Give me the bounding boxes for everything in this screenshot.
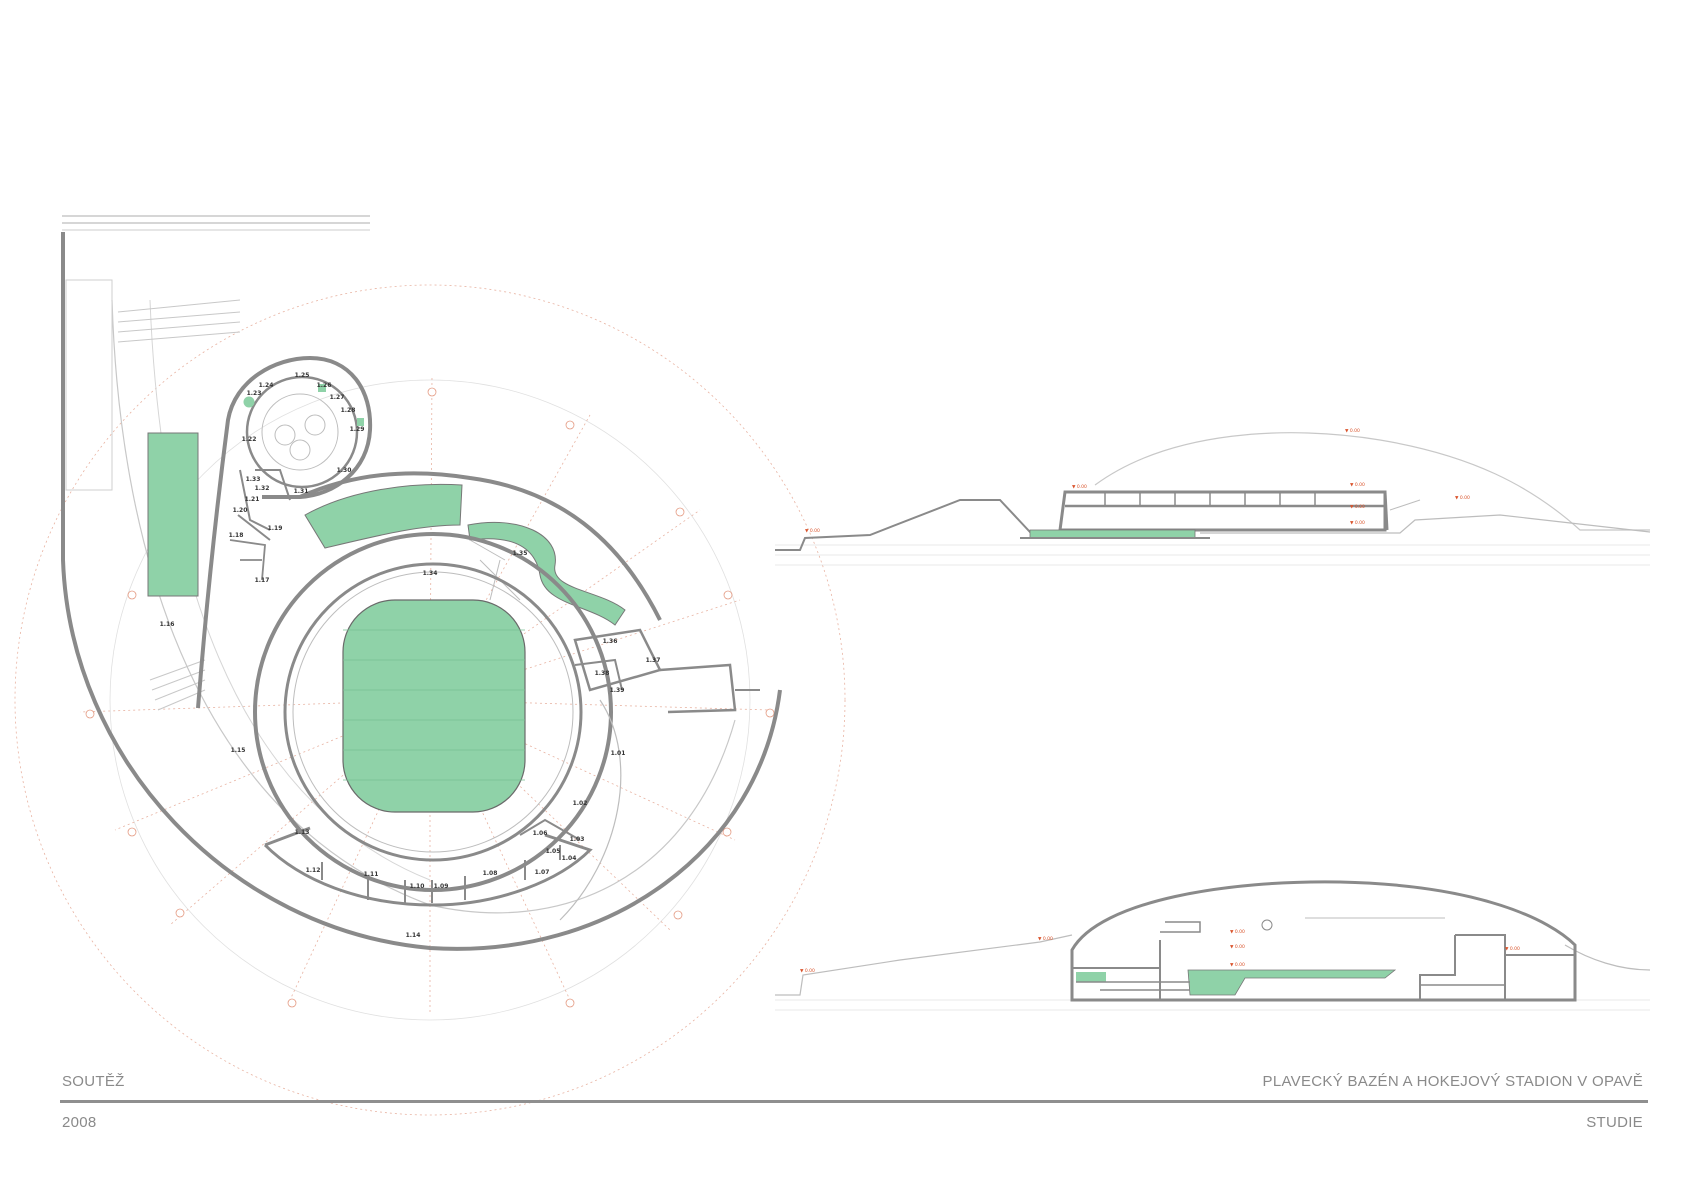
room-label: 1.32 bbox=[255, 485, 270, 492]
room-label: 1.10 bbox=[410, 883, 425, 890]
room-label: 1.37 bbox=[646, 657, 661, 664]
room-label: 1.07 bbox=[535, 869, 550, 876]
room-label: 1.06 bbox=[533, 830, 548, 837]
room-label: 1.03 bbox=[570, 836, 585, 843]
planting-strip bbox=[147, 432, 199, 597]
cross-section: ▼ 0.00 ▼ 0.00 ▼ 0.00 ▼ 0.00 ▼ 0.00 ▼ 0.0… bbox=[775, 880, 1651, 1011]
room-label: 1.31 bbox=[294, 488, 309, 495]
room-label: 1.38 bbox=[595, 670, 610, 677]
year-label: 2008 bbox=[62, 1114, 97, 1131]
room-label: 1.11 bbox=[364, 871, 379, 878]
svg-text:▼ 0.00: ▼ 0.00 bbox=[1350, 482, 1365, 488]
project-title: PLAVECKÝ BAZÉN A HOKEJOVÝ STADION V OPAV… bbox=[1262, 1073, 1643, 1090]
room-label: 1.29 bbox=[350, 426, 365, 433]
room-label: 1.05 bbox=[546, 848, 561, 855]
structural-grid-lines bbox=[14, 284, 846, 1116]
room-label: 1.30 bbox=[337, 467, 352, 474]
room-label: 1.21 bbox=[245, 496, 260, 503]
room-label: 1.09 bbox=[434, 883, 449, 890]
room-label: 1.22 bbox=[242, 436, 257, 443]
grid-bubbles bbox=[85, 387, 775, 1008]
svg-text:▼ 0.00: ▼ 0.00 bbox=[1230, 929, 1245, 935]
room-label: 1.08 bbox=[483, 870, 498, 877]
svg-text:▼ 0.00: ▼ 0.00 bbox=[1230, 944, 1245, 950]
svg-text:▼ 0.00: ▼ 0.00 bbox=[1505, 946, 1520, 952]
room-labels: 1.01 1.02 1.03 1.04 1.05 1.06 1.07 1.08 … bbox=[160, 372, 661, 939]
svg-text:▼ 0.00: ▼ 0.00 bbox=[1350, 504, 1365, 510]
outer-spiral-wall bbox=[61, 232, 782, 951]
phase-label: STUDIE bbox=[1586, 1114, 1643, 1131]
room-label: 1.27 bbox=[330, 394, 345, 401]
room-label: 1.14 bbox=[406, 932, 421, 939]
svg-text:▼ 0.00: ▼ 0.00 bbox=[1345, 428, 1360, 434]
room-label: 1.15 bbox=[231, 747, 246, 754]
longitudinal-section: ▼ 0.00 ▼ 0.00 ▼ 0.00 ▼ 0.00 ▼ 0.00 ▼ 0.0… bbox=[775, 428, 1651, 566]
room-label: 1.16 bbox=[160, 621, 175, 628]
svg-text:▼ 0.00: ▼ 0.00 bbox=[805, 528, 820, 534]
svg-text:▼ 0.00: ▼ 0.00 bbox=[1230, 962, 1245, 968]
svg-text:▼ 0.00: ▼ 0.00 bbox=[1350, 520, 1365, 526]
room-label: 1.04 bbox=[562, 855, 577, 862]
svg-text:▼ 0.00: ▼ 0.00 bbox=[1455, 495, 1470, 501]
title-block-divider bbox=[60, 1100, 1648, 1103]
room-label: 1.24 bbox=[259, 382, 274, 389]
room-label: 1.17 bbox=[255, 577, 270, 584]
room-label: 1.18 bbox=[229, 532, 244, 539]
room-label: 1.20 bbox=[233, 507, 248, 514]
room-label: 1.39 bbox=[610, 687, 625, 694]
room-label: 1.33 bbox=[246, 476, 261, 483]
pool-green-main bbox=[1187, 969, 1397, 996]
svg-text:▼ 0.00: ▼ 0.00 bbox=[1038, 936, 1053, 942]
room-label: 1.35 bbox=[513, 550, 528, 557]
room-label: 1.28 bbox=[341, 407, 356, 414]
room-label: 1.19 bbox=[268, 525, 283, 532]
room-label: 1.12 bbox=[306, 867, 321, 874]
pool-green-left bbox=[1076, 972, 1106, 982]
svg-text:▼ 0.00: ▼ 0.00 bbox=[800, 968, 815, 974]
ground-floor-plan: 1.01 1.02 1.03 1.04 1.05 1.06 1.07 1.08 … bbox=[14, 215, 846, 1116]
spiral-tower-wall bbox=[196, 355, 373, 709]
room-label: 1.34 bbox=[423, 570, 438, 577]
room-label: 1.13 bbox=[295, 829, 310, 836]
room-label: 1.36 bbox=[603, 638, 618, 645]
room-label: 1.02 bbox=[573, 800, 588, 807]
room-label: 1.23 bbox=[247, 390, 262, 397]
svg-text:▼ 0.00: ▼ 0.00 bbox=[1072, 484, 1087, 490]
room-label: 1.26 bbox=[317, 382, 332, 389]
green-terrace bbox=[304, 483, 463, 549]
room-label: 1.01 bbox=[611, 750, 626, 757]
competition-label: SOUTĚŽ bbox=[62, 1073, 125, 1090]
room-label: 1.25 bbox=[295, 372, 310, 379]
upper-arc-wall bbox=[299, 471, 662, 621]
ice-rink bbox=[342, 599, 526, 813]
